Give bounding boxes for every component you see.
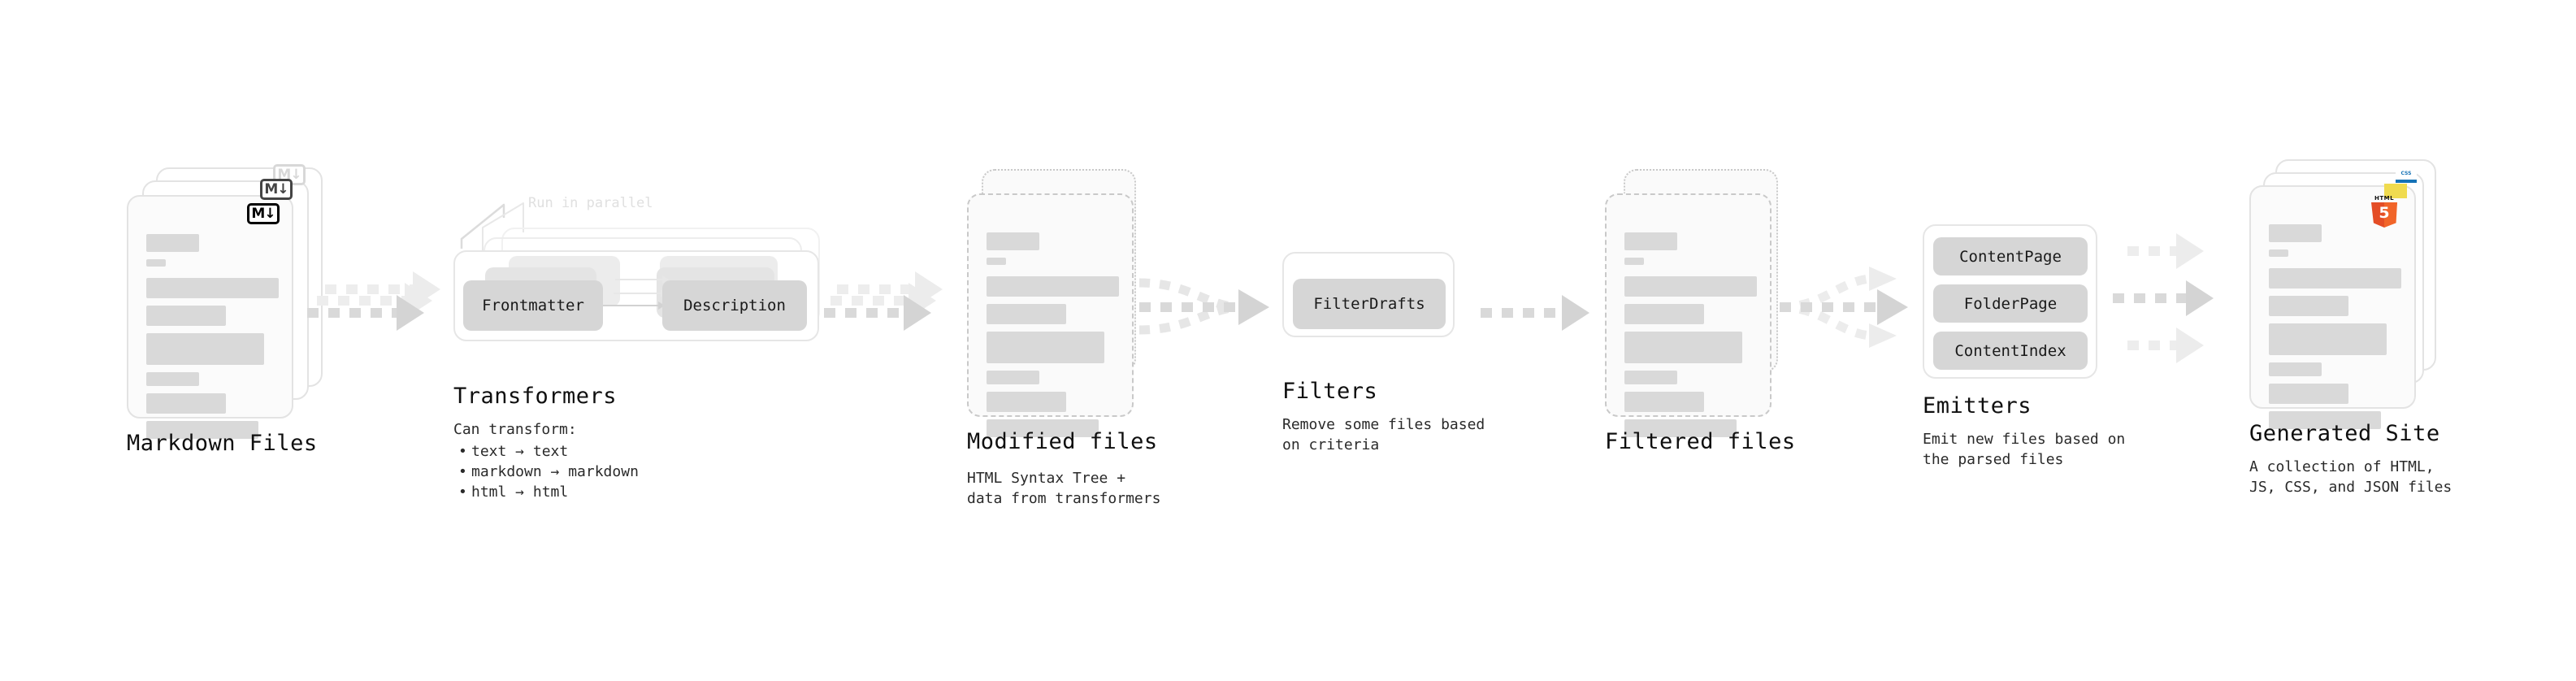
generated-site-subtitle: A collection of HTML, JS, CSS, and JSON … xyxy=(2249,458,2452,496)
emitter-chip-contentindex[interactable]: ContentIndex xyxy=(1933,332,2088,370)
modified-card-front xyxy=(967,193,1134,437)
transformers-title: Transformers xyxy=(453,384,618,409)
markdown-placeholder-lines xyxy=(146,234,279,446)
html5-shield-inner xyxy=(2384,202,2397,228)
emitters-title: Emitters xyxy=(1923,393,2032,419)
modified-files-subtitle: HTML Syntax Tree + data from transformer… xyxy=(967,470,1161,507)
generated-site-title: Generated Site xyxy=(2249,421,2440,446)
transformers-bullet-1: markdown → markdown xyxy=(458,462,639,482)
transformer-chip-description[interactable]: Description xyxy=(662,280,807,331)
markdown-files-title: Markdown Files xyxy=(127,431,318,456)
connector-md-to-transformers xyxy=(307,295,424,331)
connector-emitters-to-site-bottom xyxy=(2127,327,2204,363)
connector-filtered-to-emitters xyxy=(1779,267,1908,348)
transformers-bullets-lead: Can transform: xyxy=(453,421,577,438)
markdown-card-front xyxy=(127,195,293,439)
transformers-bullets: Can transform: text → text markdown → ma… xyxy=(453,419,639,502)
generated-site-card-stack: CSS HTML 5 xyxy=(0,0,2436,429)
run-in-parallel-bracket xyxy=(460,202,524,252)
filtered-files-title: Filtered files xyxy=(1605,429,1796,454)
js-badge xyxy=(2384,184,2407,198)
html5-number: 5 xyxy=(2379,204,2390,222)
markdown-badge-back-1: M↓ xyxy=(260,179,293,200)
html5-badge: HTML 5 xyxy=(2371,195,2397,228)
transformer-chip-frontmatter[interactable]: Frontmatter xyxy=(463,280,603,331)
emitters-subtitle: Emit new files based on the parsed files xyxy=(1923,431,2126,468)
filter-chip-filterdrafts[interactable]: FilterDrafts xyxy=(1293,279,1446,329)
filtered-card-front xyxy=(1605,193,1772,437)
transformer-inner-arrow-ghost1 xyxy=(614,289,667,297)
filters-title: Filters xyxy=(1282,379,1378,404)
run-in-parallel-label: Run in parallel xyxy=(528,195,653,211)
modified-placeholder-lines xyxy=(987,232,1119,445)
filters-subtitle: Remove some files based on criteria xyxy=(1282,416,1485,453)
transformers-bullet-0: text → text xyxy=(458,441,639,462)
connector-transformers-to-modified xyxy=(824,295,931,331)
transformer-inner-arrow-ghost2 xyxy=(615,275,669,284)
emitter-chip-folderpage[interactable]: FolderPage xyxy=(1933,284,2088,323)
connector-filters-to-filtered xyxy=(1481,295,1589,331)
connector-emitters-to-site-top xyxy=(2127,233,2204,269)
transformers-bullet-2: html → html xyxy=(458,482,639,502)
modified-files-title: Modified files xyxy=(967,429,1158,454)
filtered-placeholder-lines xyxy=(1624,232,1757,445)
html5-wordmark: HTML xyxy=(2374,195,2395,202)
transformer-inner-arrow xyxy=(603,301,665,310)
connector-emitters-to-site-mid xyxy=(2113,280,2214,316)
site-placeholder-lines xyxy=(2269,224,2401,436)
emitter-chip-contentpage[interactable]: ContentPage xyxy=(1933,237,2088,275)
markdown-badge-front: M↓ xyxy=(247,203,280,224)
connector-modified-to-filters xyxy=(1138,278,1269,335)
css3-badge: CSS xyxy=(2396,170,2417,183)
